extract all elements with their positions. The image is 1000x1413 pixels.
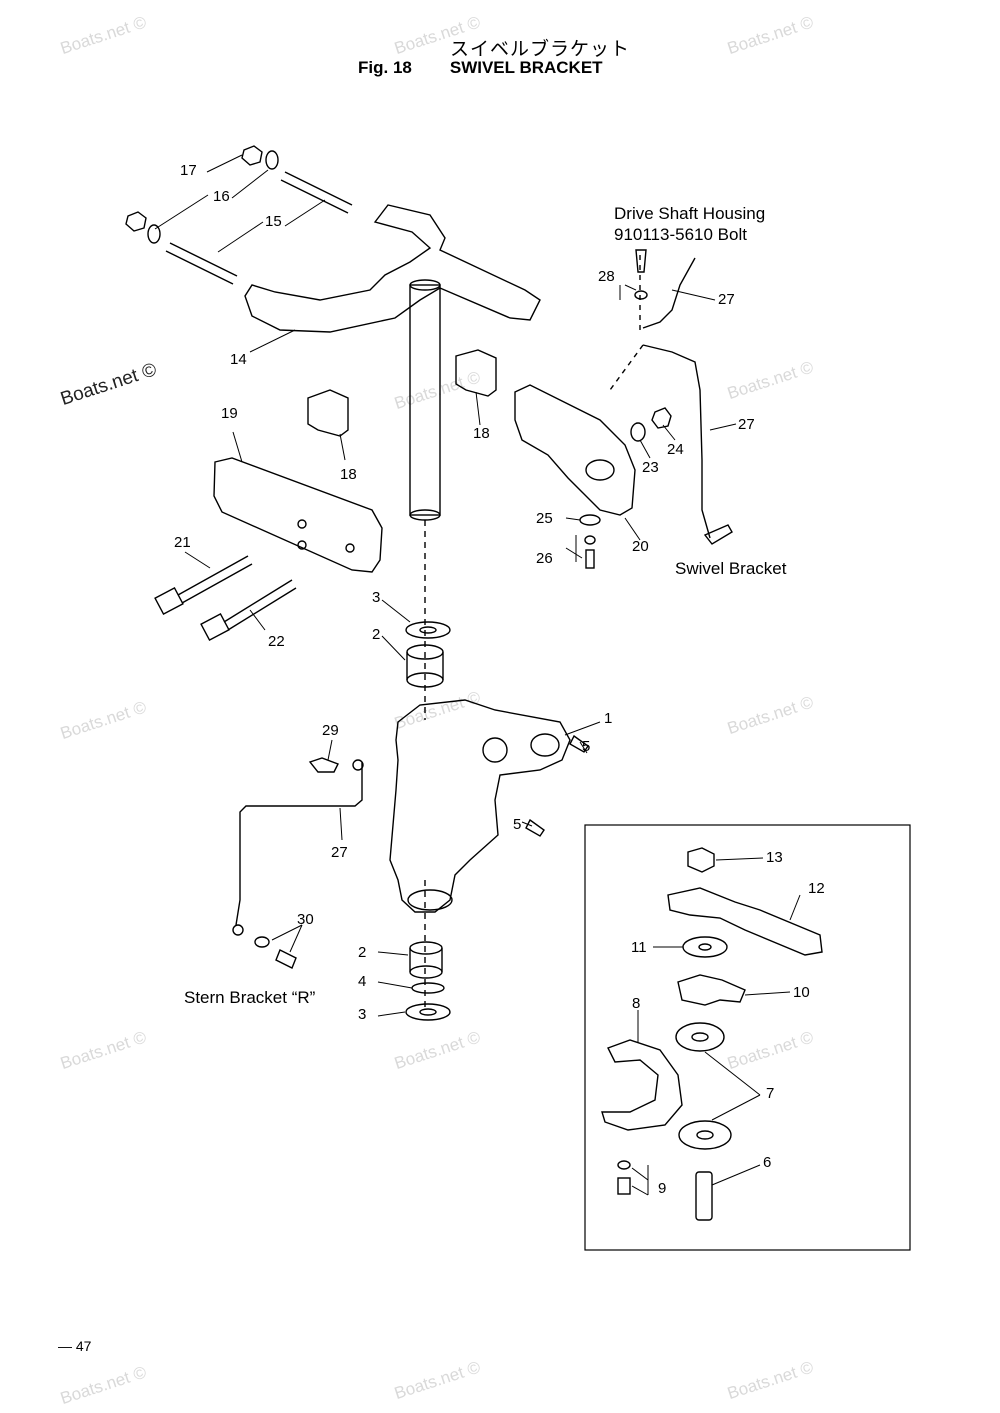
friction-disc-7-upper [675, 1022, 725, 1052]
callout-13: 13 [766, 849, 783, 866]
callout-24: 24 [667, 441, 684, 458]
callout-18-right: 18 [473, 425, 490, 442]
bolt-5-upper [569, 734, 589, 753]
ground-lead-27-upper [642, 257, 696, 329]
callout-18-left: 18 [340, 466, 357, 483]
washer-25 [579, 514, 601, 526]
lever-12 [667, 887, 823, 956]
callout-2-lower: 2 [358, 944, 367, 961]
ground-lead-27-lower [642, 344, 711, 539]
clamp-plate-19 [213, 457, 383, 573]
friction-disc-7-lower [678, 1120, 732, 1150]
o-ring-4 [411, 982, 445, 994]
stern-bracket-label: Stern Bracket “R” [184, 988, 316, 1007]
screw-29 [308, 757, 339, 773]
callout-10: 10 [793, 984, 810, 1001]
plate-10 [677, 974, 746, 1006]
washer-16-upper [265, 150, 279, 170]
callout-16: 16 [213, 188, 230, 205]
washer-11 [682, 936, 728, 958]
bushing-2-lower [409, 941, 443, 979]
figure-number: Fig. 18 [358, 58, 412, 77]
callout-22: 22 [268, 633, 285, 650]
callout-23: 23 [642, 459, 659, 476]
bolt-5-lower [525, 818, 545, 837]
callout-12: 12 [808, 880, 825, 897]
thrust-washer-3-upper [405, 621, 451, 639]
callout-11: 11 [631, 939, 647, 956]
callout-14: 14 [230, 351, 247, 368]
callout-7: 7 [766, 1085, 775, 1102]
callout-30: 30 [297, 911, 314, 928]
swivel-bracket-1 [389, 699, 571, 913]
nut-17-upper [241, 145, 263, 166]
stud-bolt-15-upper [280, 171, 353, 214]
swivel-bracket-label: Swivel Bracket [675, 559, 787, 578]
callout-5-lower: 5 [513, 816, 522, 833]
bushing-2-upper [406, 644, 444, 688]
callout-9: 9 [658, 1180, 667, 1197]
bolt-reference-label: 910113-5610 Bolt [614, 225, 747, 244]
callout-8: 8 [632, 995, 641, 1012]
figure-title-japanese: スイベルブラケット [450, 38, 631, 60]
callout-25: 25 [536, 510, 553, 527]
washer-26 [584, 535, 596, 545]
damper-18-right [455, 349, 497, 397]
screw-28 [635, 249, 647, 273]
callout-6: 6 [763, 1154, 772, 1171]
damper-18-left [307, 389, 349, 437]
bolt-30 [275, 949, 297, 969]
bracket-20 [514, 384, 636, 516]
steering-shaft [409, 284, 441, 516]
nut-24 [651, 407, 672, 429]
ground-lead-27-left [235, 762, 363, 926]
callout-28: 28 [598, 268, 615, 285]
bolt-22 [200, 579, 297, 642]
bolt-21 [154, 555, 253, 616]
callout-21: 21 [174, 534, 191, 551]
callout-17: 17 [180, 162, 197, 179]
inset-friction-assembly [584, 824, 911, 1251]
callout-27-right: 27 [738, 416, 755, 433]
stud-bolt-15-lower [165, 242, 238, 285]
bolt-26 [585, 549, 595, 569]
bolt-9 [617, 1177, 631, 1195]
nut-17-lower [125, 211, 147, 232]
washer-30 [254, 936, 270, 948]
washer-23 [630, 422, 646, 442]
washer-28 [634, 290, 648, 300]
callout-3-upper: 3 [372, 589, 381, 606]
tilt-bracket-14 [244, 204, 541, 333]
nut-13 [687, 847, 715, 873]
thrust-washer-3-lower [405, 1003, 451, 1021]
figure-title-english: SWIVEL BRACKET [449, 58, 603, 77]
callout-27-upper: 27 [718, 291, 735, 308]
callout-3-lower: 3 [358, 1006, 367, 1023]
bolt-6 [695, 1171, 713, 1221]
callout-29: 29 [322, 722, 339, 739]
drive-shaft-housing-label: Drive Shaft Housing [614, 204, 766, 223]
friction-piece-8 [601, 1039, 683, 1131]
callout-19: 19 [221, 405, 238, 422]
page-number: — 47 [58, 1338, 92, 1354]
figure-title: Fig. 18 SWIVEL BRACKET [358, 58, 603, 78]
callout-26: 26 [536, 550, 553, 567]
callout-5-upper: 5 [582, 738, 591, 755]
callout-1: 1 [604, 710, 613, 727]
callout-20: 20 [632, 538, 649, 555]
washer-16-lower [147, 224, 161, 244]
lead-terminal [703, 524, 733, 545]
callout-2-upper: 2 [372, 626, 381, 643]
callout-4: 4 [358, 973, 367, 990]
callout-27-left: 27 [331, 844, 348, 861]
callout-15: 15 [265, 213, 282, 230]
washer-9 [617, 1160, 631, 1170]
